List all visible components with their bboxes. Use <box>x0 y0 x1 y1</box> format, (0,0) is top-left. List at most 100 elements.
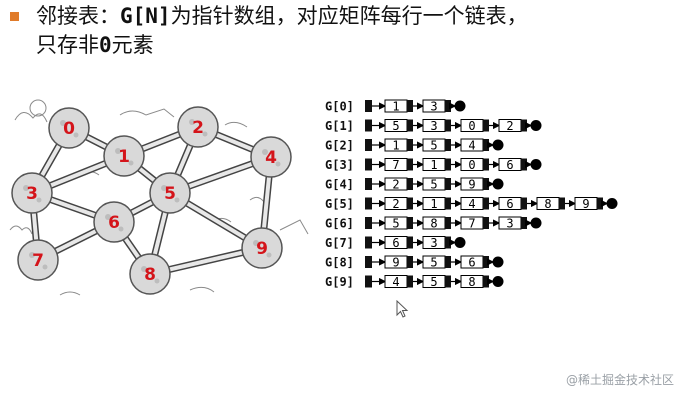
list-head-label: G[4] <box>325 178 354 192</box>
list-node-value: 2 <box>506 119 513 133</box>
list-head-label: G[2] <box>325 139 354 153</box>
list-node-value: 5 <box>430 256 437 270</box>
list-node: 8 <box>422 216 451 231</box>
head-pointer-cell <box>365 139 372 151</box>
list-node: 1 <box>422 158 451 172</box>
list-node: 8 <box>536 197 565 211</box>
list-node: 3 <box>422 99 451 114</box>
list-node-value: 8 <box>430 217 437 231</box>
list-head-label: G[7] <box>325 236 354 250</box>
head-pointer-cell <box>365 236 372 249</box>
graph-node: 7 <box>17 239 59 281</box>
list-node: 6 <box>384 236 413 250</box>
head-pointer-cell <box>365 158 372 171</box>
null-terminator <box>530 217 542 229</box>
graph-node-label: 8 <box>144 265 156 285</box>
list-node: 3 <box>498 216 527 231</box>
graph-node-label: 6 <box>108 213 120 233</box>
list-node: 7 <box>384 158 413 172</box>
graph-node-label: 0 <box>63 119 75 139</box>
list-node-value: 2 <box>392 197 399 211</box>
null-terminator <box>492 256 504 268</box>
list-node: 5 <box>384 216 413 231</box>
list-head-label: G[1] <box>325 119 354 133</box>
watermark: @稀土掘金技术社区 <box>565 373 674 387</box>
head-pointer-cell <box>365 178 372 190</box>
null-terminator <box>492 178 504 190</box>
list-node-value: 2 <box>392 178 399 192</box>
list-node-value: 1 <box>430 197 437 211</box>
list-node-value: 5 <box>430 139 437 153</box>
list-node: 1 <box>384 138 413 153</box>
null-terminator <box>606 198 618 209</box>
list-node-value: 9 <box>468 178 475 192</box>
list-node: 4 <box>384 275 413 289</box>
list-node-value: 9 <box>582 197 589 211</box>
null-terminator <box>492 139 504 151</box>
list-node: 9 <box>384 255 413 270</box>
list-node-value: 1 <box>430 158 437 172</box>
graph-node-label: 5 <box>164 184 176 204</box>
null-terminator <box>454 237 466 248</box>
graph-node: 3 <box>11 172 53 214</box>
graph-node: 5 <box>149 172 191 214</box>
graph-node: 8 <box>129 253 171 295</box>
graph-node: 6 <box>93 201 135 243</box>
list-node: 6 <box>498 197 527 211</box>
graph-node-label: 7 <box>32 251 44 271</box>
head-pointer-cell <box>365 119 372 132</box>
list-node-value: 7 <box>468 217 475 231</box>
list-node-value: 9 <box>392 256 399 270</box>
list-node-value: 4 <box>392 275 399 289</box>
list-node: 5 <box>422 255 451 270</box>
list-node: 3 <box>422 236 451 250</box>
list-node-value: 6 <box>506 158 513 172</box>
list-head-label: G[6] <box>325 217 354 231</box>
adjacency-row: G[7] 6 3 <box>325 236 466 250</box>
graph-node: 0 <box>48 107 90 149</box>
null-terminator <box>530 120 542 131</box>
list-node-value: 5 <box>430 275 437 289</box>
graph-node-label: 3 <box>26 184 38 204</box>
list-node-value: 0 <box>468 158 475 172</box>
graph-node-label: 4 <box>265 148 277 168</box>
graph-node: 4 <box>250 136 292 178</box>
graph-node: 9 <box>241 227 283 269</box>
list-node-value: 3 <box>506 217 513 231</box>
adjacency-row: G[9] 4 5 8 <box>325 275 504 289</box>
null-terminator <box>492 276 504 287</box>
list-node: 6 <box>460 255 489 270</box>
heading-line-1: 邻接表：G[N]为指针数组，对应矩阵每行一个链表， <box>36 4 528 28</box>
adjacency-row: G[6] 5 8 7 3 <box>325 216 542 231</box>
list-node-value: 0 <box>468 119 475 133</box>
list-node-value: 8 <box>544 197 551 211</box>
list-node: 0 <box>460 119 489 133</box>
graph-node: 1 <box>103 135 145 177</box>
list-node: 0 <box>460 158 489 172</box>
head-pointer-cell <box>365 275 372 288</box>
list-node-value: 1 <box>392 100 399 114</box>
list-node: 6 <box>498 158 527 172</box>
list-node-value: 1 <box>392 139 399 153</box>
list-node: 8 <box>460 275 489 289</box>
list-head-label: G[9] <box>325 275 354 289</box>
list-node-value: 8 <box>468 275 475 289</box>
list-node-value: 6 <box>392 236 399 250</box>
adjacency-row: G[2] 1 5 4 <box>325 138 504 153</box>
mouse-cursor-icon <box>396 300 409 318</box>
list-node-value: 4 <box>468 139 475 153</box>
heading-line-2: 只存非0元素 <box>36 33 154 57</box>
list-node-value: 7 <box>392 158 399 172</box>
slide-heading: 邻接表：G[N]为指针数组，对应矩阵每行一个链表， 只存非0元素 <box>36 2 676 60</box>
list-node: 1 <box>422 197 451 211</box>
bullet-marker <box>10 12 19 21</box>
sketch-decoration <box>9 99 309 296</box>
list-node: 4 <box>460 197 489 211</box>
